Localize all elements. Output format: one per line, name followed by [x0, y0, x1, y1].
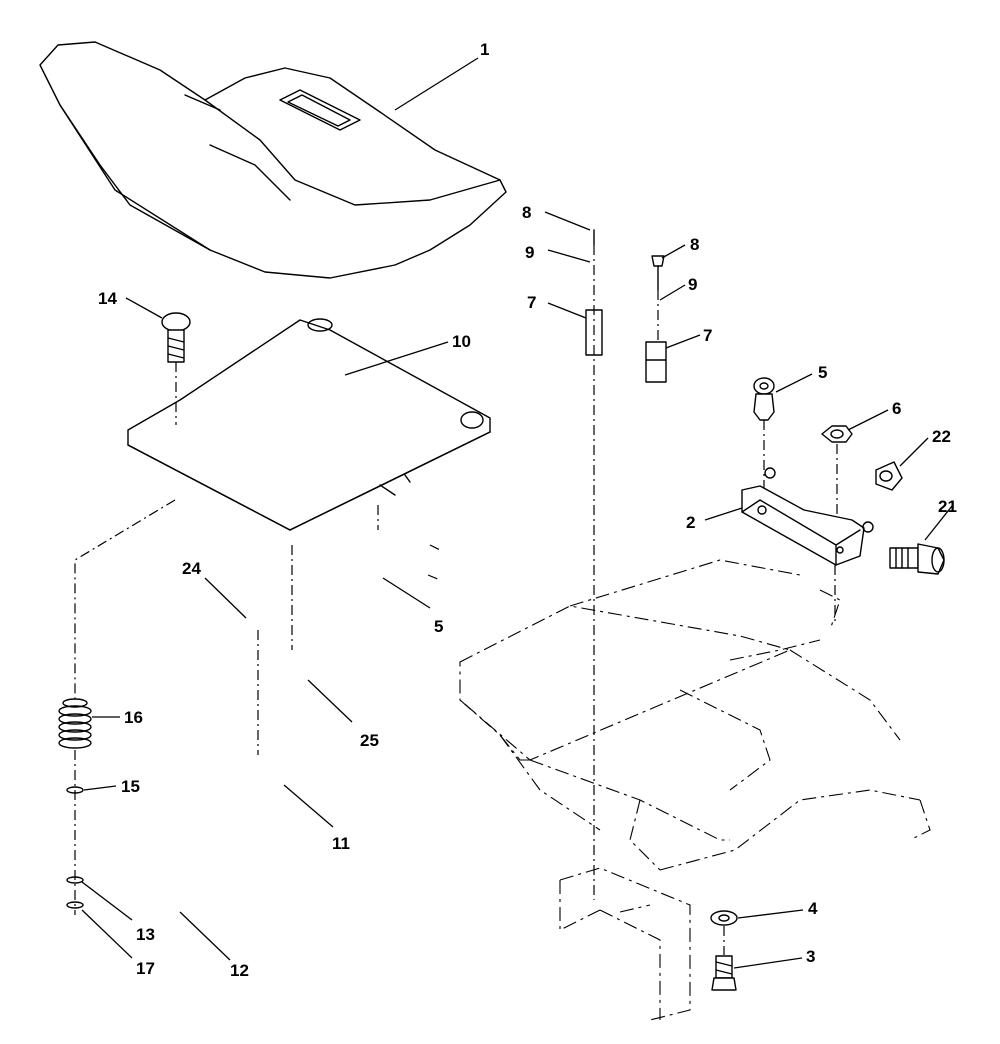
callout-25: 25 [360, 731, 379, 750]
seat-pan [127, 318, 491, 531]
spring [58, 698, 92, 749]
leader-25 [307, 679, 353, 723]
washer-stack [66, 786, 84, 909]
flat-washer [710, 910, 738, 926]
leader-3 [733, 957, 803, 969]
leader-8a [544, 211, 591, 231]
leader-12 [179, 911, 231, 961]
mower-frame-outline [459, 559, 931, 871]
pan-lower-dashlines [257, 505, 441, 755]
callout-9-right: 9 [688, 275, 697, 294]
callout-4: 4 [808, 899, 818, 918]
callout-7-center: 7 [527, 293, 536, 312]
callout-17: 17 [136, 959, 155, 978]
leader-11 [283, 784, 334, 828]
callout-13: 13 [136, 925, 155, 944]
leader-4 [737, 909, 804, 919]
callout-1: 1 [480, 40, 489, 59]
seat-latch-clip [753, 377, 775, 520]
callout-6: 6 [892, 399, 901, 418]
leader-13 [81, 881, 133, 921]
leader-9a [547, 249, 591, 263]
leader-lines [81, 57, 953, 969]
leader-5b [382, 577, 431, 609]
lower-pivot-bracket [559, 867, 691, 1021]
callout-7-right: 7 [703, 326, 712, 345]
callout-labels: 1 8 9 7 8 9 7 14 10 5 6 22 2 21 5 24 25 … [98, 40, 957, 980]
callout-9-center: 9 [525, 243, 534, 262]
callout-21: 21 [938, 497, 957, 516]
center-pin-stack [585, 229, 603, 900]
leader-5a [775, 373, 813, 393]
callout-12: 12 [230, 961, 249, 980]
callout-15: 15 [121, 777, 140, 796]
leader-7b [665, 334, 701, 349]
callout-10: 10 [452, 332, 471, 351]
callout-24: 24 [182, 559, 201, 578]
callout-14: 14 [98, 289, 117, 308]
leader-9b [659, 284, 686, 301]
callout-22: 22 [932, 427, 951, 446]
leader-7a [547, 302, 587, 319]
carriage-bolt [161, 312, 191, 425]
spacer-bushing [875, 461, 903, 491]
leader-8b [661, 244, 686, 259]
callout-2: 2 [686, 513, 695, 532]
hex-bolt [711, 926, 737, 991]
right-pin-stack [645, 255, 667, 383]
seat [39, 41, 507, 279]
leader-17 [81, 909, 133, 959]
callout-16: 16 [124, 708, 143, 727]
callout-5-lower: 5 [434, 617, 443, 636]
leader-15 [83, 785, 117, 791]
leader-2 [704, 507, 743, 521]
leader-14 [125, 297, 163, 319]
leader-24 [204, 577, 247, 619]
seat-bracket [741, 467, 874, 625]
callout-11: 11 [332, 834, 350, 853]
leader-6 [847, 409, 889, 431]
leader-21 [924, 505, 953, 541]
leader-1 [394, 57, 479, 111]
seat-handle-slot [279, 89, 361, 131]
spring-axis-dashline [74, 499, 176, 915]
leader-22 [899, 437, 929, 467]
leader-10 [344, 341, 449, 376]
pan-hinge-hole [460, 411, 484, 429]
callout-5-upper: 5 [818, 363, 827, 382]
adjustment-knob [889, 543, 945, 575]
callout-3: 3 [806, 947, 815, 966]
callout-8-center: 8 [522, 203, 531, 222]
callout-8-right: 8 [690, 235, 699, 254]
